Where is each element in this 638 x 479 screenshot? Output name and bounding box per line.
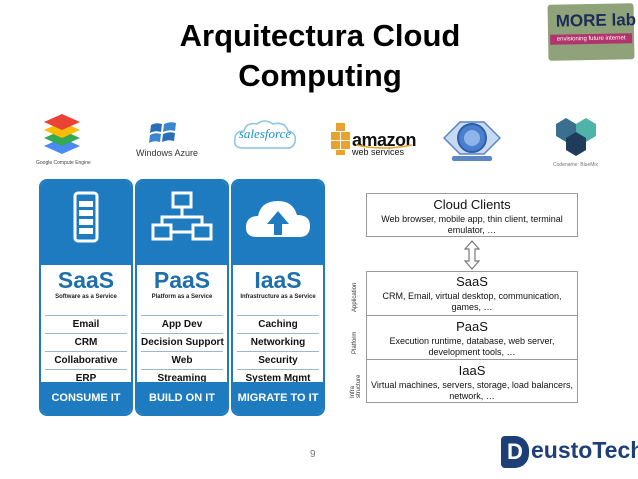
google-compute-engine-caption: Google Compute Engine [36, 160, 91, 166]
salesforce-logo-text: salesforce [238, 126, 292, 141]
list-item: Decision Support [141, 333, 224, 351]
list-item: App Dev [141, 315, 223, 333]
list-item: Caching [237, 315, 319, 333]
windows-azure-icon [149, 122, 176, 143]
amazon-logo-text: amazon [352, 130, 417, 150]
bluemix-caption: Codename: BlueMix [553, 162, 599, 168]
paas-card-name: PaaS [153, 267, 211, 293]
slide-title-line1: Arquitectura Cloud [179, 18, 461, 53]
morelab-logo-title: MORE lab [555, 10, 637, 31]
morelab-logo-tagline: envisioning future internet [550, 33, 633, 45]
google-app-engine-icon [442, 121, 502, 161]
amazon-smile-icon [355, 144, 413, 149]
paas-card-action: BUILD ON IT [137, 382, 227, 414]
mobile-device-icon [73, 191, 99, 243]
infrastructure-side-label: Infra structure [350, 374, 362, 398]
paas-layer-title: PaaS [456, 319, 488, 334]
network-blocks-icon [151, 191, 213, 241]
list-item: Web [141, 351, 223, 369]
list-item: Email [45, 315, 127, 333]
list-item: Collaborative [45, 351, 127, 369]
saas-layer-desc: CRM, Email, virtual desktop, communicati… [382, 291, 562, 312]
saas-layer: SaaS CRM, Email, virtual desktop, commun… [366, 271, 578, 316]
list-item: System Mgmt [237, 369, 319, 387]
saas-card-header [41, 181, 131, 265]
service-layers-frame [366, 271, 578, 403]
morelab-logo: MORE lab envisioning future internet [547, 3, 637, 61]
iaas-layer-desc: Virtual machines, servers, storage, load… [371, 380, 573, 401]
bluemix-hexagons-icon [556, 118, 596, 156]
deustotech-logo-text: eustoTech [531, 437, 638, 463]
saas-layer-title: SaaS [456, 274, 488, 289]
paas-card-header [137, 181, 227, 265]
paas-card-subtitle: Platform as a Service [151, 294, 213, 300]
cloud-clients-title: Cloud Clients [433, 197, 511, 212]
aws-boxes-icon [331, 123, 350, 155]
deustotech-logo-mark: D [501, 436, 529, 468]
windows-azure-caption: Windows Azure [136, 148, 199, 158]
page-number: 9 [310, 449, 316, 460]
list-item: ERP [45, 369, 127, 387]
application-side-label: Application [352, 282, 358, 312]
iaas-card-subtitle: Infrastructure as a Service [240, 294, 316, 300]
list-item: Streaming [141, 369, 223, 387]
saas-card: SaaS Software as a Service Email CRM Col… [39, 179, 133, 416]
double-arrow-icon [463, 240, 481, 270]
paas-layer-desc: Execution runtime, database, web server,… [389, 336, 555, 357]
aws-logo-text: web services [352, 147, 405, 157]
iaas-card-list: Caching Networking Security System Mgmt [237, 315, 319, 387]
saas-card-action: CONSUME IT [41, 382, 131, 414]
iaas-card-name: IaaS [254, 267, 302, 293]
paas-card-list: App Dev Decision Support Web Streaming [141, 315, 224, 387]
list-item: Security [237, 351, 319, 369]
list-item: Networking [237, 333, 319, 351]
platform-side-label: Platform [352, 331, 358, 354]
paas-card: PaaS Platform as a Service App Dev Decis… [135, 179, 229, 416]
iaas-card-header [233, 181, 323, 265]
iaas-layer-title: IaaS [458, 363, 486, 378]
saas-card-subtitle: Software as a Service [55, 294, 117, 300]
iaas-layer: IaaS Virtual machines, servers, storage,… [366, 360, 578, 403]
iaas-card-action: MIGRATE TO IT [233, 382, 323, 414]
google-compute-engine-icon [44, 114, 80, 154]
list-item: CRM [45, 333, 127, 351]
cloud-clients-box: Cloud Clients Web browser, mobile app, t… [366, 193, 578, 237]
saas-card-list: Email CRM Collaborative ERP [45, 315, 127, 387]
slide-title-line2: Computing [238, 58, 402, 93]
cloud-clients-desc: Web browser, mobile app, thin client, te… [381, 214, 563, 235]
saas-card-name: SaaS [57, 267, 115, 293]
iaas-card: IaaS Infrastructure as a Service Caching… [231, 179, 325, 416]
slide-title: Arquitectura Cloud Computing [120, 16, 520, 96]
paas-layer: PaaS Execution runtime, database, web se… [366, 316, 578, 360]
deustotech-logo-d: D [507, 439, 523, 464]
cloud-upload-icon [245, 201, 310, 237]
salesforce-cloud-icon [233, 120, 297, 149]
